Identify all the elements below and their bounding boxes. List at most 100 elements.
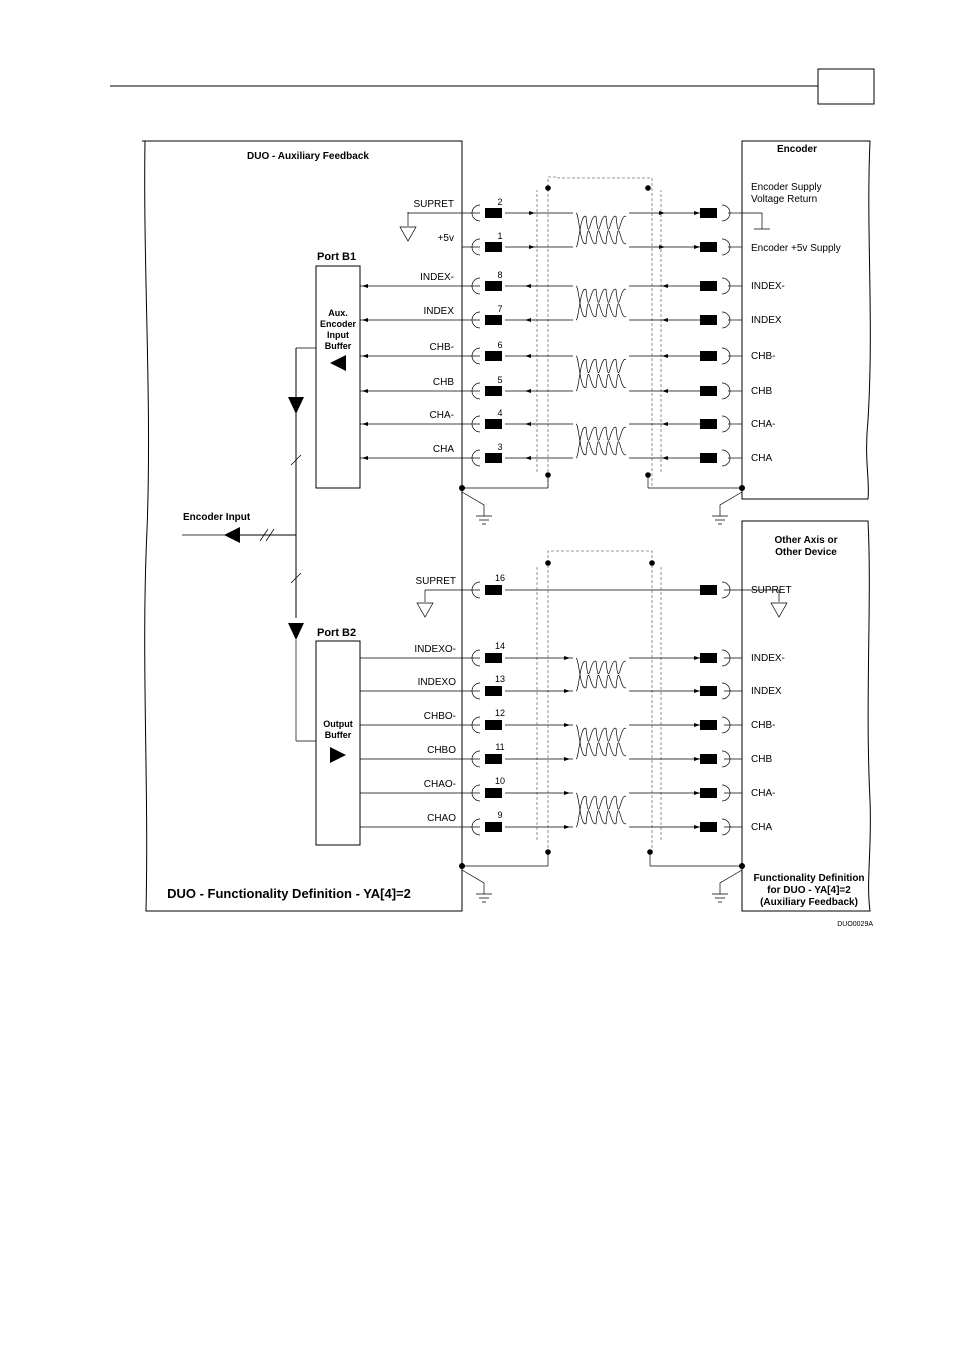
encoder-supply-return-line2: Voltage Return [751,194,817,205]
duo-footer: DUO - Functionality Definition - YA[4]=2 [167,886,411,901]
internal-bus [182,347,316,742]
ground-icon [712,491,743,525]
wire-arrow [662,354,668,358]
signal-label-right: INDEX- [751,281,785,292]
wire-arrow [362,318,368,322]
signal-ground-icon [399,212,417,242]
pin-number: 14 [495,641,505,651]
input-buffer-triangle-icon [330,355,346,371]
pin-number: 13 [495,674,505,684]
pin-number: 10 [495,776,505,786]
signal-label-left: CHA [433,444,454,455]
wire-arrow [662,284,668,288]
wire-arrow [564,757,570,761]
connector-left-icon [471,682,502,700]
wire-arrow [694,723,700,727]
wire-arrow [694,245,700,249]
pin-number: 6 [497,340,502,350]
other-footer-line1: Functionality Definition [753,873,864,884]
pin-number: 9 [497,810,502,820]
wire-arrow [362,422,368,426]
input-buffer-box [315,265,361,489]
signal-label-right: CHB- [751,720,775,731]
signal-label-right: CHB [751,386,772,397]
encoder-title: Encoder [777,144,817,155]
ground-icon [712,869,743,903]
wire-arrow [564,656,570,660]
wire-arrow [525,284,531,288]
twisted-pair [575,423,627,459]
signal-label-left: CHB [433,377,454,388]
encoder-supply-return-line1: Encoder Supply [751,182,822,193]
connector-left-icon [471,277,502,295]
ground-icon [461,869,492,903]
signal-label-right: SUPRET [751,585,792,596]
wire-arrow [362,284,368,288]
pin-number: 7 [497,304,502,314]
connector-right-icon [700,311,731,329]
wire-arrow [659,245,665,249]
pair-segment [573,792,629,828]
connector-right-icon [700,682,731,700]
signal-label-left: CHB- [430,342,454,353]
wire-arrow [529,211,535,215]
wire-arrow [564,791,570,795]
wire-arrow [694,791,700,795]
input-buffer-label-1: Aux. [328,308,348,318]
wire-arrow [694,656,700,660]
signal-label-right: CHA- [751,788,775,799]
wire-arrow [525,456,531,460]
wire-arrow [525,318,531,322]
pin-number: 5 [497,375,502,385]
wire-arrow [564,825,570,829]
signal-label-right: INDEX [751,686,782,697]
other-device-block [741,520,871,912]
page-number-box [817,68,875,105]
signal-ground-icon [770,590,788,618]
wire-arrow [694,689,700,693]
pin-number: 16 [495,573,505,583]
signal-label-right: CHA- [751,419,775,430]
wire-arrow [662,422,668,426]
twisted-pair [575,285,627,321]
twisted-pair [575,792,627,828]
signal-label-left: CHAO- [424,779,456,790]
port-b2-label: Port B2 [317,627,356,639]
connector-right-icon [700,818,731,836]
pair-segment [573,423,629,459]
signal-label-right: CHB [751,754,772,765]
connector-right-icon [700,750,731,768]
output-buffer-box [315,640,361,846]
encoder-return-ground-icon [742,212,770,230]
connector-right-icon [700,382,731,400]
signal-label-left: CHBO- [424,711,456,722]
pin-number: 1 [497,231,502,241]
other-title-line2: Other Device [775,547,837,558]
pin-number: 4 [497,408,502,418]
port-b1-label: Port B1 [317,251,356,263]
connector-right-icon [700,716,731,734]
wire-arrow [564,723,570,727]
wire-arrow [659,211,665,215]
output-buffer-triangle-icon [330,747,346,763]
signal-label-left: INDEX- [420,272,454,283]
input-buffer-label-3: Input [327,330,349,340]
signal-label-left: INDEXO [418,677,457,688]
connector-right-icon [700,649,731,667]
connector-left-icon [471,581,502,599]
signal-label-left: CHA- [430,410,454,421]
connector-left-icon [471,750,502,768]
signal-label-left: CHBO [427,745,456,756]
connector-right-icon [700,277,731,295]
connector-left-icon [471,238,502,256]
pin-number: 12 [495,708,505,718]
connector-left-icon [471,204,502,222]
signal-label-left: CHAO [427,813,456,824]
connector-right-icon [700,581,731,599]
pin-number: 2 [497,197,502,207]
twisted-pair [575,212,627,248]
twisted-pair [575,657,627,692]
connector-right-icon [700,204,731,222]
